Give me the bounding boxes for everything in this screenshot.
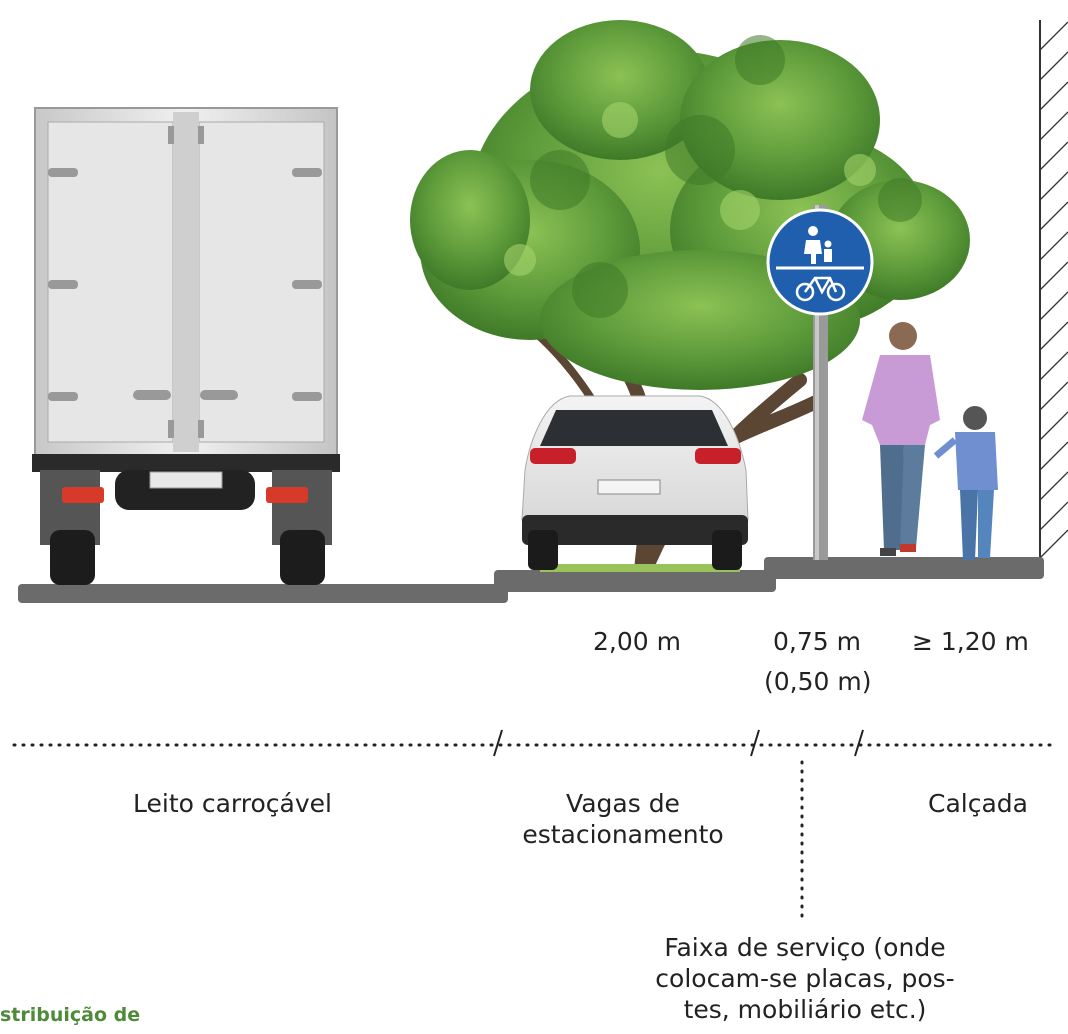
service-strip-line2: colocam-se placas, pos- xyxy=(655,964,955,993)
pavement xyxy=(18,557,1044,603)
service-strip-note: Faixa de serviço (onde colocam-se placas… xyxy=(645,932,965,1025)
dimension-line xyxy=(12,729,1052,920)
zone-sidewalk: Calçada xyxy=(928,789,1028,818)
measure-sidewalk: ≥ 1,20 m xyxy=(912,627,1029,656)
tick-roadway-parking xyxy=(493,729,503,757)
zone-roadway: Leito carroçável xyxy=(133,789,332,818)
building-wall xyxy=(1039,20,1068,560)
truck xyxy=(32,107,340,585)
pedestrian-icon xyxy=(804,226,832,264)
service-strip-line3: tes, mobiliário etc.) xyxy=(683,995,927,1024)
zone-parking-line2: estacionamento xyxy=(522,820,724,849)
measure-service: 0,75 m xyxy=(773,627,861,656)
figure-caption: stribuição de xyxy=(0,1004,141,1026)
zone-parking-line1: Vagas de xyxy=(566,789,680,818)
service-strip-line1: Faixa de serviço (onde xyxy=(664,933,946,962)
zone-parking: Vagas de estacionamento xyxy=(518,788,728,850)
child-pedestrian xyxy=(933,406,998,560)
shared-path-sign xyxy=(766,208,874,316)
measure-parking: 2,00 m xyxy=(593,627,681,656)
bicycle-icon xyxy=(795,276,846,302)
measure-service-alt: (0,50 m) xyxy=(764,667,872,696)
adult-pedestrian xyxy=(862,322,940,556)
tick-service-sidewalk xyxy=(854,729,864,757)
car xyxy=(521,395,749,570)
tick-parking-service xyxy=(750,729,760,757)
